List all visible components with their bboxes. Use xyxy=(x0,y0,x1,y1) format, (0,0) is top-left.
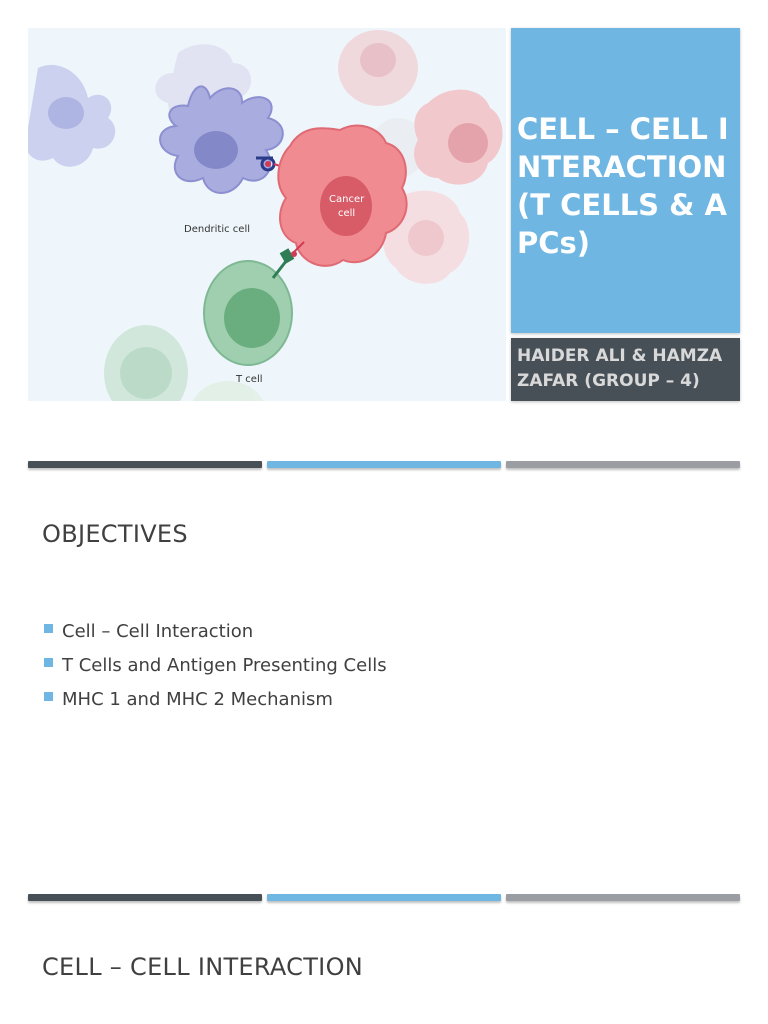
cancer-cell-label-line2: cell xyxy=(338,208,355,219)
bullet-square-icon xyxy=(44,692,53,701)
bullet-square-icon xyxy=(44,624,53,633)
cancer-cell-label-line1: Cancer xyxy=(329,194,365,205)
author-names: HAIDER ALI & HAMZA ZAFAR (GROUP – 4) xyxy=(517,346,723,391)
list-item-text: MHC 1 and MHC 2 Mechanism xyxy=(62,689,333,710)
slide-divider-top xyxy=(28,461,740,468)
dendritic-cell: Dendritic cell xyxy=(159,85,287,235)
list-item-text: T Cells and Antigen Presenting Cells xyxy=(62,655,387,676)
divider-blue-segment xyxy=(267,894,501,901)
list-item: Cell – Cell Interaction xyxy=(44,620,387,654)
divider-blue-segment xyxy=(267,461,501,468)
cell-interaction-heading: CELL – CELL INTERACTION xyxy=(42,953,364,981)
t-cell-label: T cell xyxy=(235,374,263,385)
list-item: MHC 1 and MHC 2 Mechanism xyxy=(44,688,387,722)
divider-grey-segment xyxy=(506,894,740,901)
divider-grey-segment xyxy=(506,461,740,468)
list-item: T Cells and Antigen Presenting Cells xyxy=(44,654,387,688)
objectives-list: Cell – Cell Interaction T Cells and Anti… xyxy=(44,620,387,722)
divider-dark-segment xyxy=(28,461,262,468)
slide-divider-bottom xyxy=(28,894,740,901)
objectives-heading: OBJECTIVES xyxy=(42,520,188,548)
divider-dark-segment xyxy=(28,894,262,901)
slide-title: CELL – CELL INTERACTION (T CELLS & APCs) xyxy=(517,112,729,260)
cancer-cell: Cancer cell xyxy=(277,124,408,267)
dendritic-cell-label: Dendritic cell xyxy=(184,224,250,235)
cell-interaction-illustration: Dendritic cell Cancer cell T cell xyxy=(28,28,506,401)
title-slide: Dendritic cell Cancer cell T cell CELL xyxy=(28,28,740,401)
list-item-text: Cell – Cell Interaction xyxy=(62,621,254,642)
author-box: HAIDER ALI & HAMZA ZAFAR (GROUP – 4) xyxy=(511,338,740,401)
title-box: CELL – CELL INTERACTION (T CELLS & APCs) xyxy=(511,28,740,333)
bullet-square-icon xyxy=(44,658,53,667)
t-cell: T cell xyxy=(203,241,305,385)
